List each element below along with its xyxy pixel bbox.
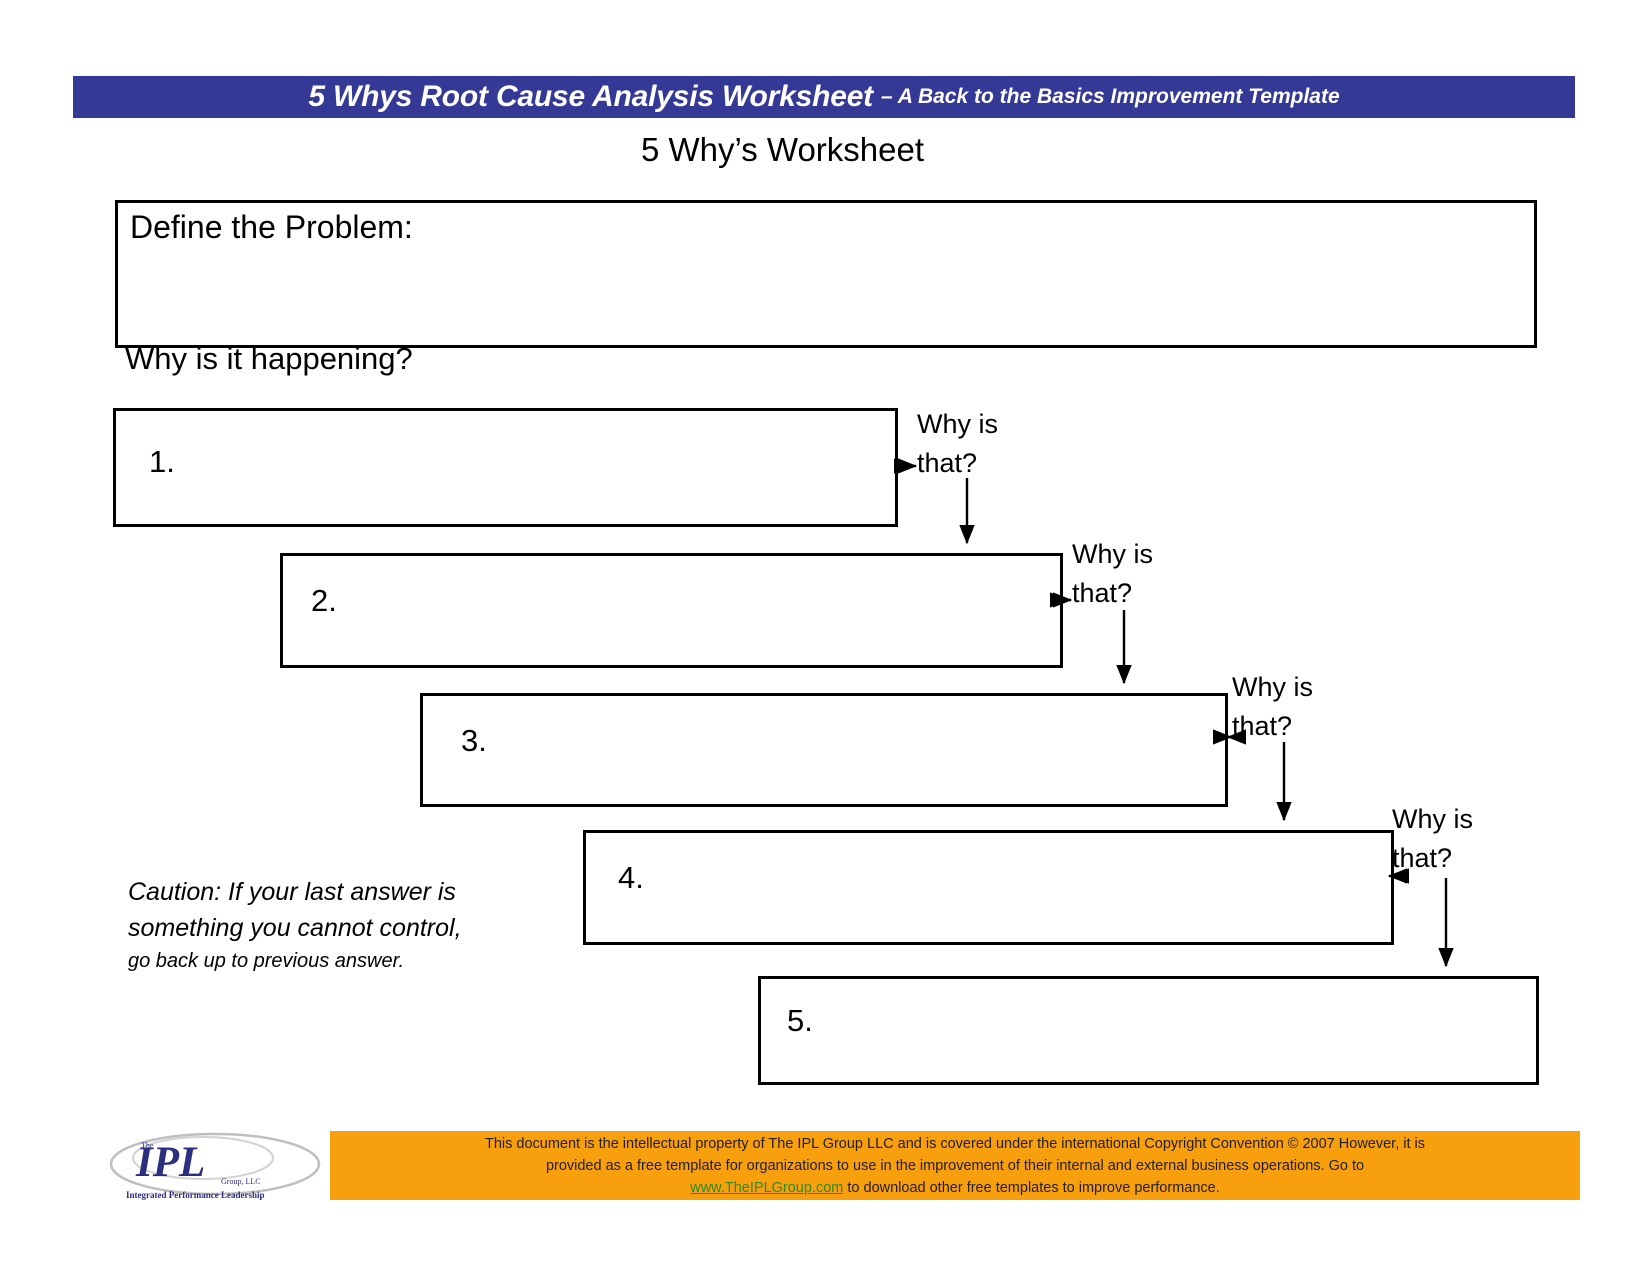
why-is-that-label-4: Why is that? xyxy=(1392,804,1473,873)
footer-line-3-rest: to download other free templates to impr… xyxy=(843,1179,1220,1196)
why-box-2[interactable]: 2. xyxy=(280,553,1063,668)
svg-text:IPL: IPL xyxy=(135,1139,205,1186)
define-problem-label: Define the Problem: xyxy=(130,209,413,245)
caution-line-1: Caution: If your last answer is xyxy=(128,878,456,906)
why-is-it-happening-label: Why is it happening? xyxy=(125,341,413,376)
svg-text:Group, LLC: Group, LLC xyxy=(221,1177,261,1186)
caution-note: Caution: If your last answer is somethin… xyxy=(128,874,528,976)
caution-line-2: something you cannot control, xyxy=(128,914,462,942)
why-is-that-label-2: Why is that? xyxy=(1072,539,1153,608)
page-title: 5 Why’s Worksheet xyxy=(640,131,925,168)
why-box-2-number: 2. xyxy=(311,583,337,618)
ipl-website-link[interactable]: www.TheIPLGroup.com xyxy=(690,1179,844,1196)
why-box-3-number: 3. xyxy=(461,723,487,758)
ipl-group-logo: IPL The Group, LLC Integrated Performanc… xyxy=(109,1132,321,1200)
svg-text:The: The xyxy=(141,1141,154,1150)
footer-line-2: provided as a free template for organiza… xyxy=(545,1157,1365,1174)
why-box-4-number: 4. xyxy=(618,860,644,895)
why-box-5-number: 5. xyxy=(787,1003,813,1038)
header-title-main: 5 Whys Root Cause Analysis Worksheet xyxy=(308,80,873,113)
define-problem-box[interactable]: Define the Problem: xyxy=(115,200,1537,348)
footer-copyright-bar: This document is the intellectual proper… xyxy=(330,1131,1580,1200)
header-banner: 5 Whys Root Cause Analysis Worksheet – A… xyxy=(73,76,1575,118)
header-title-sub: – A Back to the Basics Improvement Templ… xyxy=(880,85,1340,108)
why-box-1-number: 1. xyxy=(149,444,175,479)
caution-line-3: go back up to previous answer. xyxy=(128,950,405,972)
footer-line-3: www.TheIPLGroup.com to download other fr… xyxy=(690,1177,1220,1199)
why-box-4[interactable]: 4. xyxy=(583,830,1394,945)
svg-text:Integrated Performance Leaders: Integrated Performance Leadership xyxy=(126,1190,264,1200)
footer-line-1: This document is the intellectual proper… xyxy=(484,1135,1425,1152)
why-is-that-label-1: Why is that? xyxy=(917,409,998,478)
why-box-5[interactable]: 5. xyxy=(758,976,1539,1085)
why-box-3[interactable]: 3. xyxy=(420,693,1228,807)
